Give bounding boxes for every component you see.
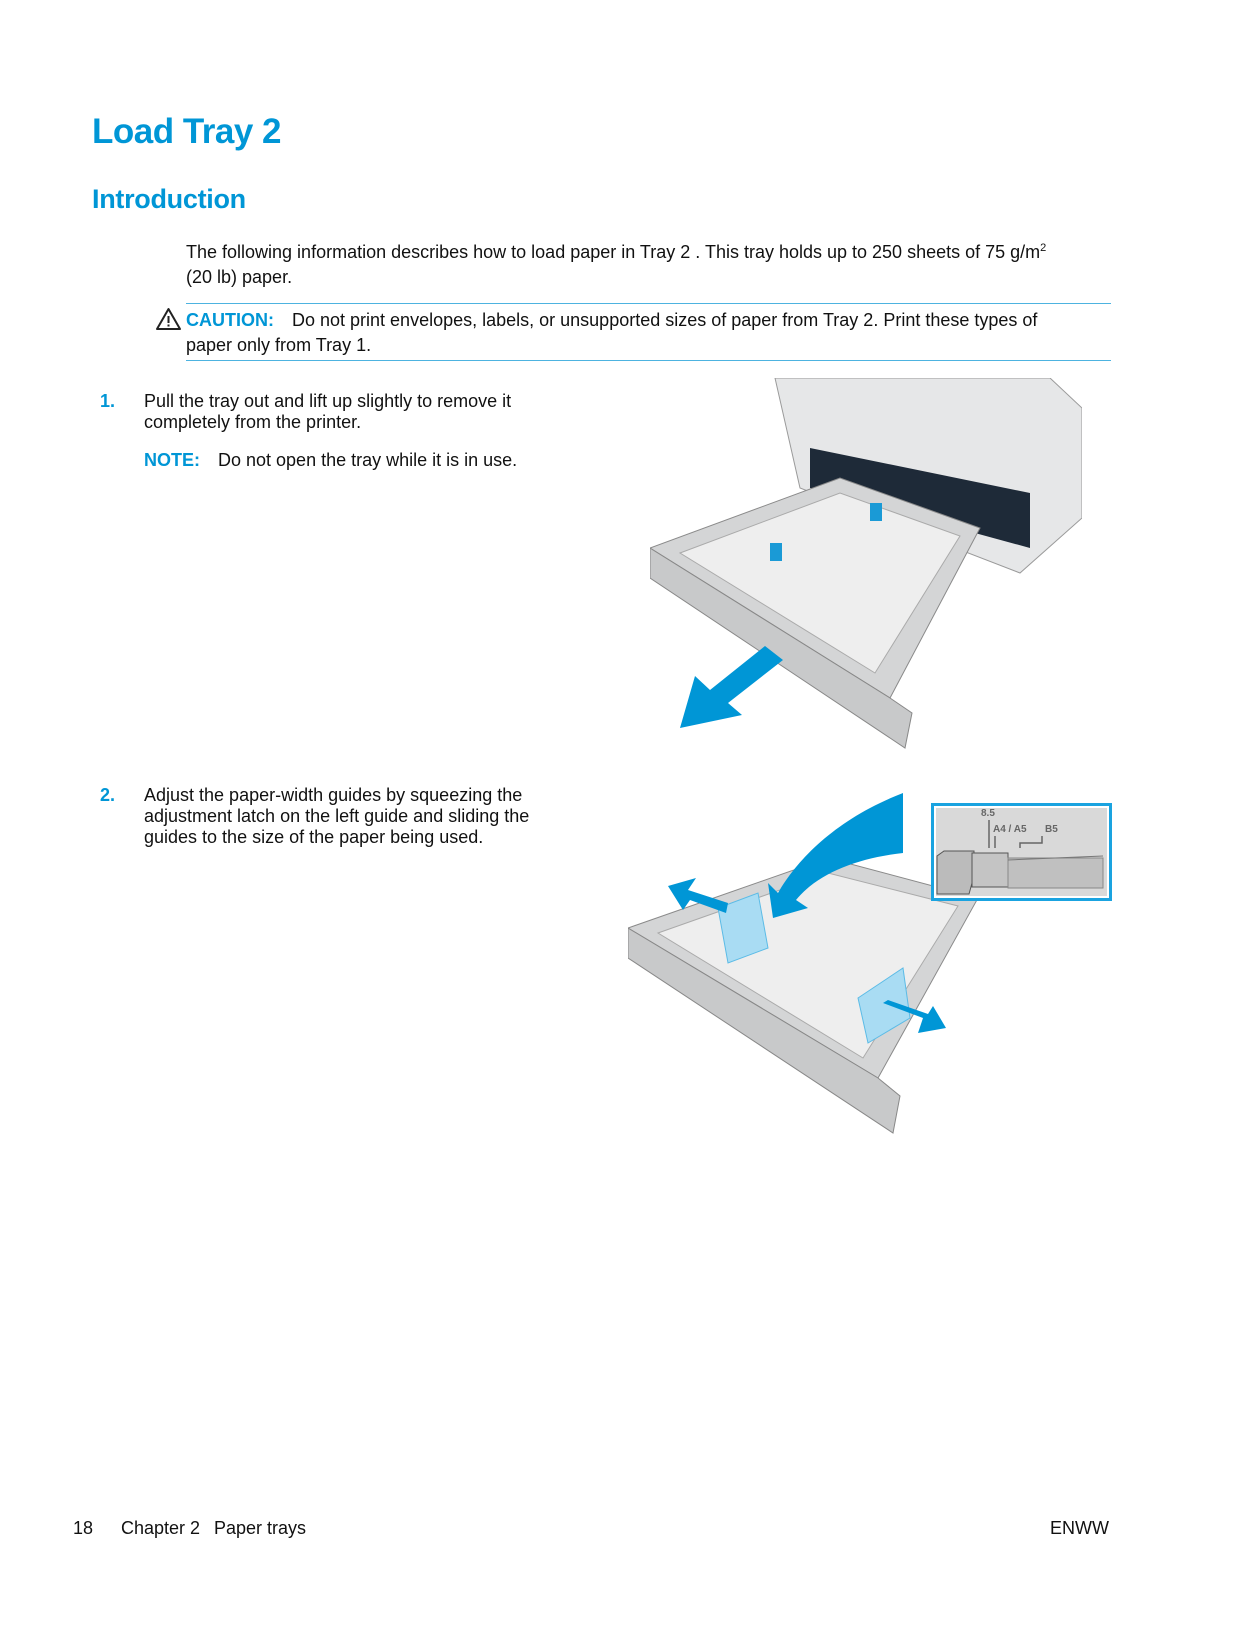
step-number: 1. [100, 391, 116, 411]
tray-removal-illustration [648, 377, 1083, 758]
inset-label-a4a5: A4 / A5 [993, 824, 1027, 835]
intro-paragraph: The following information describes how … [186, 242, 1047, 287]
note: NOTE:Do not open the tray while it is in… [144, 450, 518, 470]
footer-page-number: 18 [73, 1518, 94, 1538]
guide-size-inset: 8.5 A4 / A5 B5 [931, 803, 1112, 901]
caution-label: CAUTION: [186, 310, 274, 330]
step-text: Pull the tray out and lift up slightly t… [144, 391, 512, 432]
step-number: 2. [100, 785, 116, 805]
warning-icon [155, 307, 182, 336]
paper-guide-illustration [626, 778, 1080, 1143]
section-heading: Introduction [92, 184, 246, 214]
caution-top-rule [186, 303, 1111, 304]
footer-chapter-title: Paper trays [214, 1518, 307, 1538]
footer-chapter: Chapter 2 [121, 1518, 201, 1538]
page-title: Load Tray 2 [92, 112, 282, 151]
caution-bottom-rule [186, 360, 1111, 361]
footer-right: ENWW [1050, 1518, 1109, 1538]
caution-box: CAUTION:Do not print envelopes, labels, … [186, 310, 1038, 355]
inset-label-b5: B5 [1045, 824, 1058, 835]
step-text: Adjust the paper-width guides by squeezi… [144, 785, 530, 847]
inset-label-85: 8.5 [981, 808, 995, 819]
